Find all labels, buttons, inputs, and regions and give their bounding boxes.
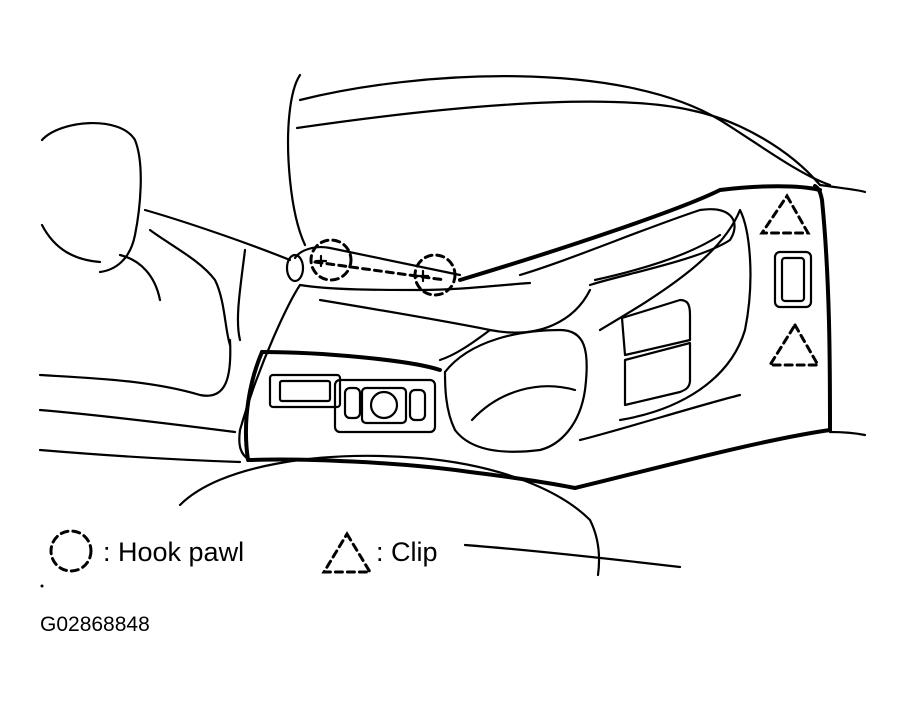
hook-pawl-marker-rear bbox=[413, 253, 457, 297]
clip-label: : Clip bbox=[376, 537, 438, 567]
floor-lines bbox=[38, 408, 867, 464]
hook-pawl-label: : Hook pawl bbox=[103, 537, 244, 567]
dashboard-outline bbox=[286, 73, 867, 247]
clip-icon bbox=[321, 531, 373, 574]
legend: : Hook pawl : Clip bbox=[40, 529, 438, 588]
seat-outline bbox=[178, 454, 682, 577]
console-upper-panel bbox=[236, 184, 822, 462]
figure-code: G02868848 bbox=[40, 613, 150, 636]
clip-markers bbox=[759, 193, 821, 367]
hook-pawl-markers bbox=[309, 238, 457, 297]
console-lower-body bbox=[244, 184, 832, 490]
hook-pawl-marker-front bbox=[309, 238, 353, 282]
clip-marker-upper bbox=[759, 193, 811, 235]
hook-pawl-icon bbox=[49, 529, 93, 573]
switch-panel bbox=[268, 373, 437, 434]
gear-shift-boot bbox=[38, 121, 292, 397]
clip-marker-lower bbox=[767, 322, 821, 367]
side-pockets bbox=[620, 250, 813, 407]
